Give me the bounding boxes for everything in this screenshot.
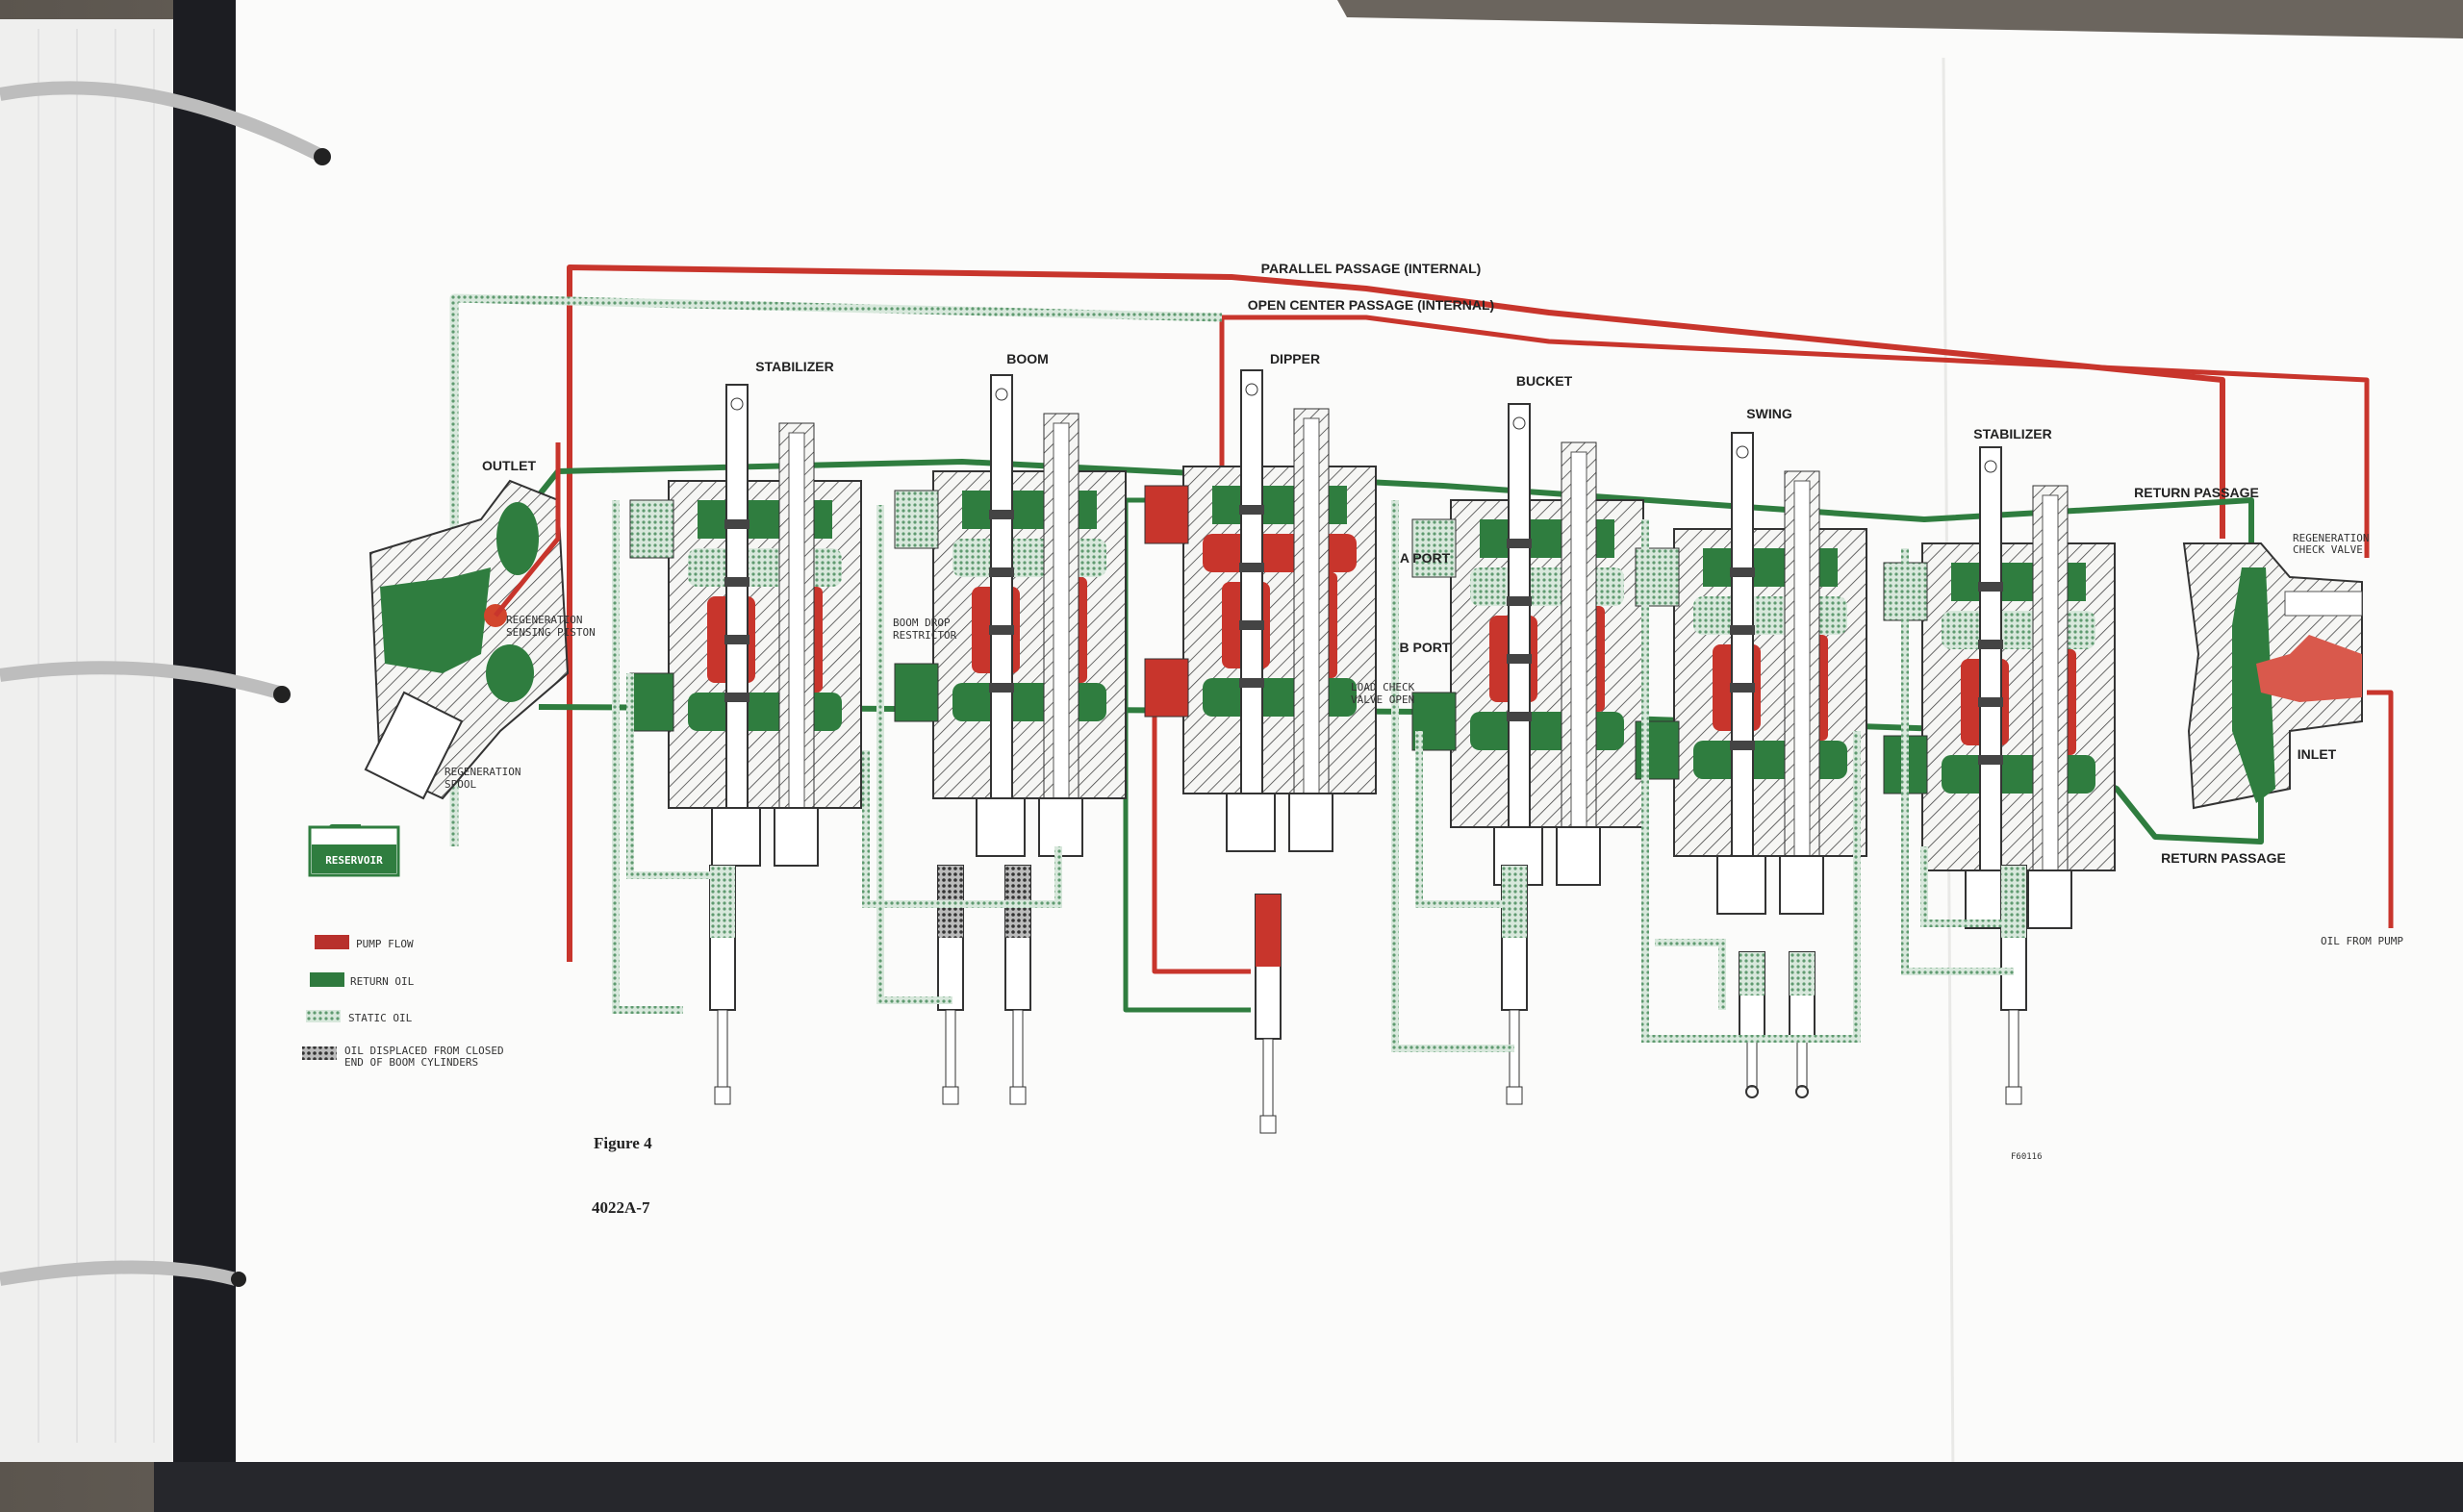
legend-swatch-pump-flow [315,935,349,949]
section-label-dipper: DIPPER [1270,351,1320,366]
binder-rings [0,81,321,1286]
boom-drop-label: BOOM DROP [893,617,951,629]
parallel-passage-line [567,265,2225,962]
parallel-passage-label: PARALLEL PASSAGE (INTERNAL) [1261,261,1482,276]
return-passage-bottom-label: RETURN PASSAGE [2161,850,2286,866]
reservoir: RESERVOIR [308,825,400,877]
a-port-label: A PORT [1400,550,1451,566]
oil-from-pump-line [2367,690,2394,928]
spool-icon [725,384,749,847]
spool-icon [1240,369,1263,833]
valve-section-swing [1635,432,1867,915]
open-center-passage-label: OPEN CENTER PASSAGE (INTERNAL) [1248,297,1494,313]
valve-section-stabilizer [629,384,862,867]
hydraulic-cylinder [1739,951,1765,1098]
figure-caption: Figure 4 [594,1134,652,1152]
boom-drop-label-2: RESTRICTOR [893,629,957,642]
binder-spine [173,0,241,1481]
regen-piston-label-2: SENSING PISTON [506,626,596,639]
legend-label-return-oil: RETURN OIL [350,975,415,988]
valve-section-boom [894,374,1127,857]
legend-label-static-oil: STATIC OIL [348,1012,413,1024]
section-label-boom: BOOM [1006,351,1049,366]
legend-swatch-displaced-oil [302,1046,337,1060]
hydraulic-cylinder [1789,951,1816,1098]
static-oil-line [1391,500,1514,1052]
static-oil-line [862,505,1062,1004]
open-center-passage-line [1219,315,2370,558]
legend-label-displaced-oil-2: END OF BOOM CYLINDERS [344,1056,478,1069]
spool-icon [990,374,1013,838]
valve-section-stabilizer-2 [1883,446,2116,929]
spool-icon [1508,403,1531,867]
legend: PUMP FLOW RETURN OIL STATIC OIL OIL DISP… [302,935,504,1069]
regen-piston-label: REGENERATION [506,614,582,626]
outlet-section [364,442,570,800]
spool-icon [1979,446,2002,910]
inlet-label: INLET [2298,746,2337,762]
section-label-swing: SWING [1746,406,1792,421]
section-label-stabilizer-2: STABILIZER [1973,426,2051,441]
static-oil-line [612,500,723,1014]
static-oil-line [1641,519,1861,1043]
b-port-label: B PORT [1400,640,1451,655]
return-passage-top-label: RETURN PASSAGE [2134,485,2259,500]
spool-icon [1731,432,1754,895]
regen-spool-label-2: SPOOL [444,778,476,791]
oil-from-pump-label: OIL FROM PUMP [2321,935,2403,947]
regen-spool-label: REGENERATION [444,766,521,778]
section-label-stabilizer: STABILIZER [755,359,833,374]
outlet-label: OUTLET [482,458,536,473]
section-label-bucket: BUCKET [1516,373,1573,389]
legend-swatch-static-oil [306,1010,341,1022]
hydraulic-cylinder [2000,865,2027,1105]
regen-check-label: REGENERATION [2293,532,2369,544]
drawing-code: F60116 [2011,1152,2043,1162]
hydraulic-cylinder [937,865,964,1105]
legend-swatch-return-oil [310,972,344,987]
hydraulic-cylinder [1255,894,1282,1134]
inlet-section [2182,542,2363,810]
load-check-label: LOAD CHECK [1351,681,1415,693]
regen-check-label-2: CHECK VALVE [2293,543,2363,556]
page-code: 4022A-7 [592,1198,650,1217]
page-stack [0,19,192,1462]
legend-label-displaced-oil: OIL DISPLACED FROM CLOSED [344,1045,504,1057]
load-check-label-2: VALVE OPEN [1351,693,1414,706]
valve-section-dipper [1144,369,1377,852]
reservoir-label: RESERVOIR [325,854,383,867]
legend-label-pump-flow: PUMP FLOW [356,938,414,950]
static-oil-line [1901,548,2014,975]
